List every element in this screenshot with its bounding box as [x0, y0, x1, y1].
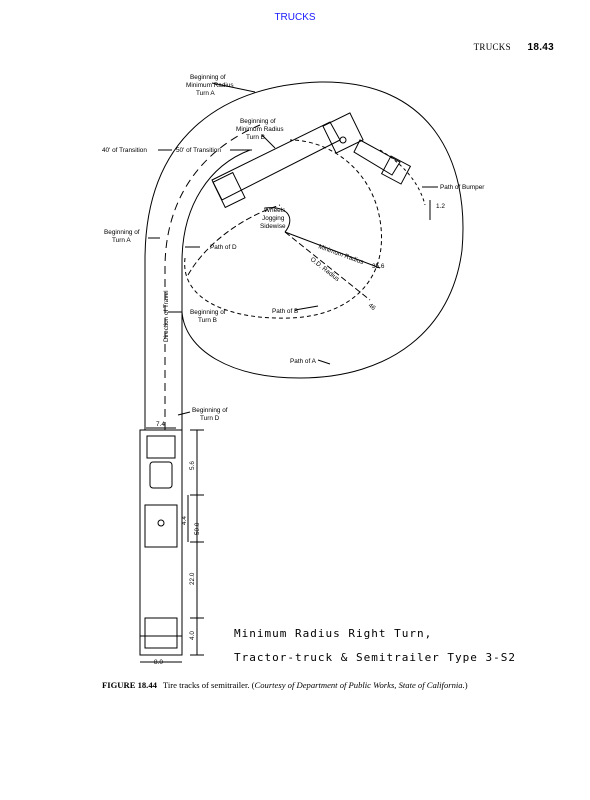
- diagram-title-line2: Tractor-truck & Semitrailer Type 3-S2: [234, 651, 516, 664]
- label-dim-width-top: 7.4: [156, 421, 165, 428]
- label-dim-width-bottom: 8.0: [154, 659, 163, 666]
- direction-line: [164, 124, 261, 430]
- label-dim-1-2: 1.2: [436, 203, 445, 210]
- header-link-trucks[interactable]: TRUCKS: [274, 12, 316, 23]
- label-begin-turn-b: Beginning of Turn B: [190, 309, 227, 324]
- turning-trailer: [211, 112, 412, 209]
- bumper-arc: [379, 149, 426, 206]
- label-wheels-jogging: Wheels Jogging Sidewise: [260, 207, 287, 230]
- figure-number: FIGURE 18.44: [102, 680, 157, 690]
- label-direction-of-travel: Direction of Travel: [163, 291, 170, 343]
- straight-truck: [139, 429, 183, 656]
- label-dim-5-6: 5.6: [189, 461, 196, 470]
- running-head: TRUCKS 18.43: [474, 42, 554, 53]
- path-d-arc: [187, 204, 281, 276]
- diagram-title-line1: Minimum Radius Right Turn,: [234, 627, 432, 640]
- caption-close: ): [464, 680, 468, 690]
- label-path-a: Path of A: [290, 358, 317, 365]
- label-begin-min-radius-b: Beginning of Minimum Radius Turn B: [236, 118, 285, 141]
- label-begin-min-radius-a: Beginning of Minimum Radius Turn A: [186, 74, 235, 97]
- label-transition-50: 50' of Transition: [176, 147, 221, 154]
- page-number: 18.43: [527, 42, 554, 53]
- caption-credit: Courtesy of Department of Public Works, …: [254, 680, 465, 690]
- figure-caption: FIGURE 18.44 Tire tracks of semitrailer. …: [102, 680, 562, 690]
- label-transition-40: 40' of Transition: [102, 147, 147, 154]
- label-path-bumper: Path of Bumper: [440, 184, 485, 191]
- label-dim-50-0: 50.0: [194, 522, 201, 535]
- label-begin-turn-d: Beginning of Turn D: [192, 407, 229, 422]
- label-dim-4-0: 4.0: [189, 631, 196, 640]
- label-min-radius-value: 35.6: [372, 263, 385, 270]
- path-a-curve: [144, 81, 464, 430]
- label-path-d: Path of D: [210, 244, 237, 251]
- caption-text: Tire tracks of semitrailer. (: [162, 680, 255, 690]
- min-radius-line: [284, 231, 381, 269]
- label-od-radius: O.D. Radius: [309, 256, 341, 283]
- od-radius-line: [284, 231, 371, 301]
- label-od-radius-value: 46: [367, 302, 377, 312]
- running-title: TRUCKS: [473, 42, 511, 52]
- label-begin-turn-a: Beginning of Turn A: [104, 229, 141, 244]
- jogging-arc: [264, 207, 291, 233]
- path-b-arc: [184, 139, 382, 319]
- inner-lane-line: [181, 149, 251, 430]
- label-dim-4-4: 4.4: [181, 516, 188, 525]
- label-min-radius: Minimum Radius: [317, 243, 364, 266]
- label-dim-22-0: 22.0: [189, 572, 196, 585]
- label-path-b: Path of B: [272, 308, 298, 315]
